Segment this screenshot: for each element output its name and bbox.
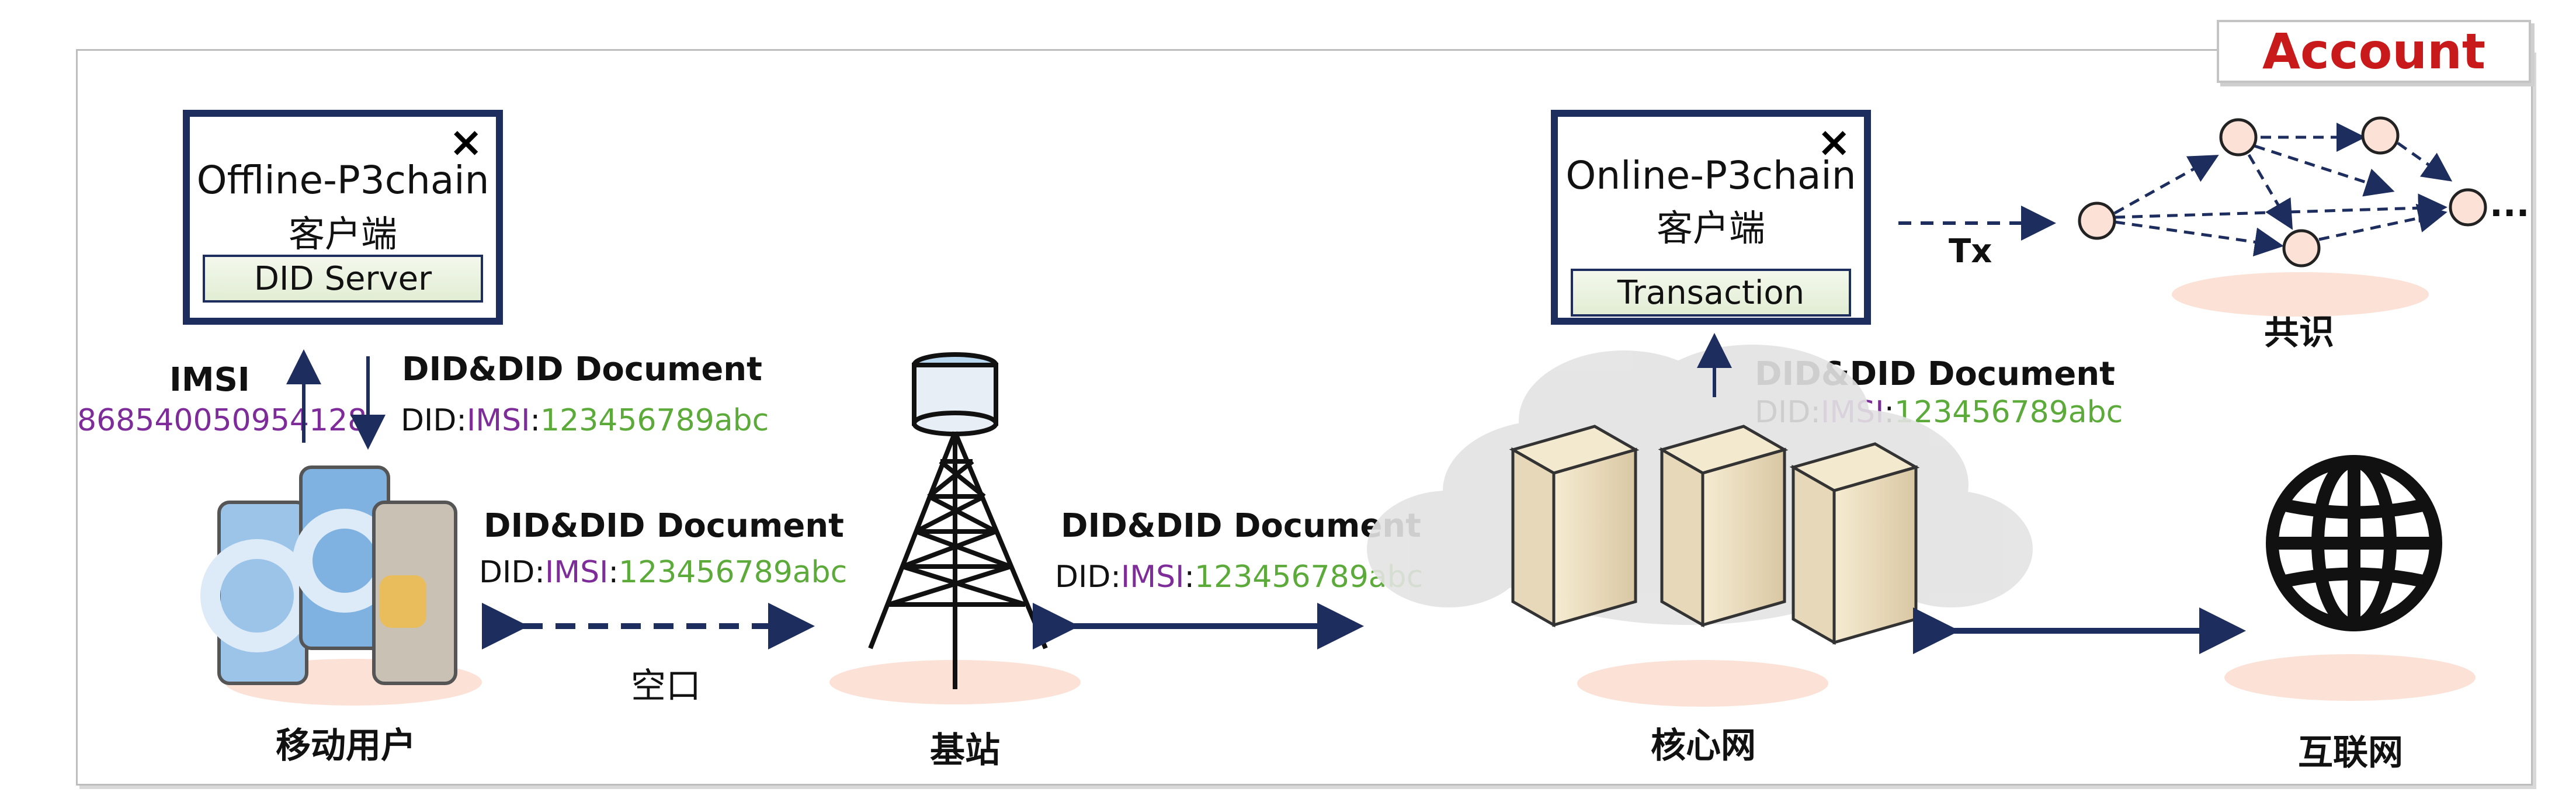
imsi-value: 868540050954128: [77, 403, 367, 438]
base-station-label: 基站: [930, 730, 1000, 771]
internet-label: 互联网: [2298, 732, 2403, 773]
did-doc-label-offline: DID&DID Document: [402, 350, 762, 388]
online-client-subtitle: 客户端: [1656, 207, 1765, 249]
internet-shadow: [2224, 654, 2476, 701]
did-string-core: DID:IMSI:123456789abc: [1055, 560, 1424, 595]
transaction-button[interactable]: Transaction: [1571, 269, 1851, 317]
core-shadow: [1577, 660, 1828, 707]
account-tab-label: Account: [2262, 23, 2486, 80]
imsi-label: IMSI: [169, 361, 250, 399]
offline-client-title: Offline-P3chain: [196, 158, 489, 203]
did-doc-label-core: DID&DID Document: [1061, 507, 1421, 545]
did-string-offline: DID:IMSI:123456789abc: [401, 403, 769, 438]
tx-label: Tx: [1949, 232, 1992, 270]
core-network-label: 核心网: [1651, 725, 1756, 766]
tower-shadow: [829, 660, 1081, 704]
account-tab[interactable]: Account: [2217, 20, 2531, 83]
did-string-online: DID:IMSI:123456789abc: [1755, 395, 2123, 430]
close-icon[interactable]: ×: [1817, 118, 1851, 166]
did-server-button[interactable]: DID Server: [203, 255, 483, 303]
online-client-window: × Online-P3chain 客户端 Transaction: [1551, 110, 1871, 325]
consensus-shadow: [2172, 272, 2429, 317]
close-icon[interactable]: ×: [449, 118, 483, 166]
mobile-user-label: 移动用户: [276, 725, 416, 766]
mobile-shadow: [225, 659, 482, 706]
online-client-title: Online-P3chain: [1565, 153, 1856, 198]
offline-client-window: × Offline-P3chain 客户端 DID Server: [183, 110, 503, 325]
did-string-air: DID:IMSI:123456789abc: [479, 555, 848, 590]
did-doc-label-online: DID&DID Document: [1755, 355, 2115, 393]
air-interface-label: 空口: [631, 666, 701, 707]
offline-client-subtitle: 客户端: [288, 213, 397, 255]
did-doc-label-air: DID&DID Document: [484, 507, 844, 545]
consensus-label: 共识: [2264, 312, 2334, 353]
